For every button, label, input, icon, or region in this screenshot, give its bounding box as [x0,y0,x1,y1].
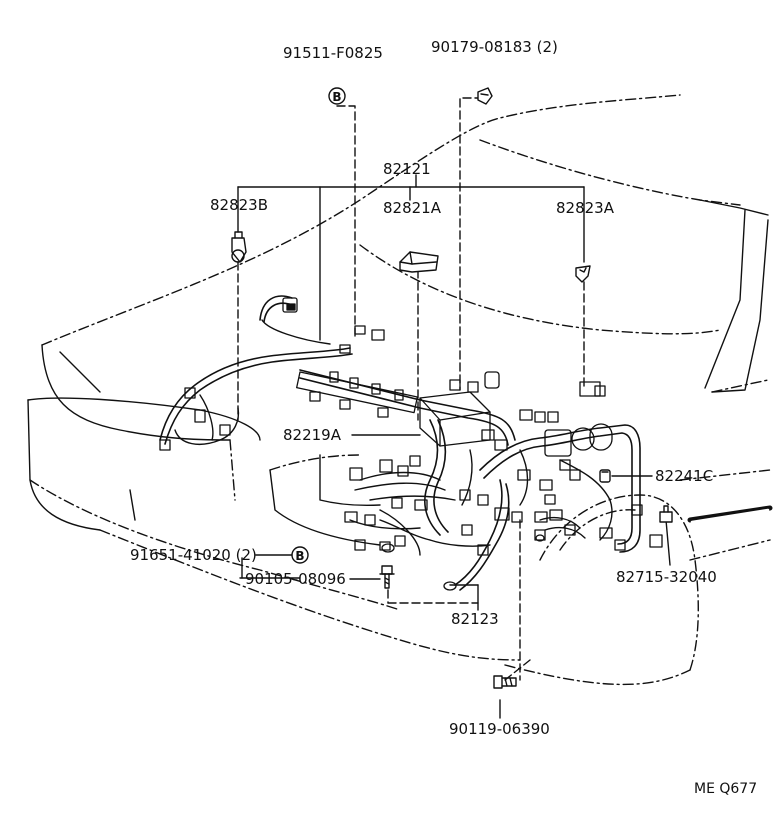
label-82821A: 82821A [383,199,441,217]
label-90179: 90179-08183 (2) [431,38,558,56]
bolt-90105-icon [379,565,395,589]
bolt-symbol-lower-letter: B [295,549,304,563]
label-82715: 82715-32040 [616,568,717,586]
label-82219A: 82219A [283,426,341,444]
bolt-symbols [291,87,346,564]
bolt-symbol-upper-icon [328,87,346,105]
label-82121: 82121 [383,160,431,178]
reference-code: ME Q677 [694,781,758,797]
bolt-symbol-upper-letter: B [332,90,341,104]
clip-82823a-icon [575,265,591,283]
label-82823A: 82823A [556,199,614,217]
label-82241C: 82241C [655,467,714,485]
leader-lines [237,97,671,719]
label-91651: 91651-41020 (2) [130,546,257,564]
label-90119: 90119-06390 [449,720,550,738]
car-body-outline [27,94,773,686]
clip-82241c-icon [599,469,611,483]
wire-harness [159,295,641,591]
part-icons [231,87,673,689]
label-82123: 82123 [451,610,499,628]
clamp-82715-icon [659,505,673,523]
label-90105: 90105-08096 [245,570,346,588]
connectors [159,297,663,591]
relay-block-82821a-icon [399,251,439,273]
bolt-symbol-lower-icon [291,546,309,564]
clip-90179-icon [477,87,493,105]
label-91511: 91511-F0825 [283,44,383,62]
label-82823B: 82823B [210,196,269,214]
clip-82823b-icon [231,231,247,263]
bolt-90119-icon [493,675,517,689]
